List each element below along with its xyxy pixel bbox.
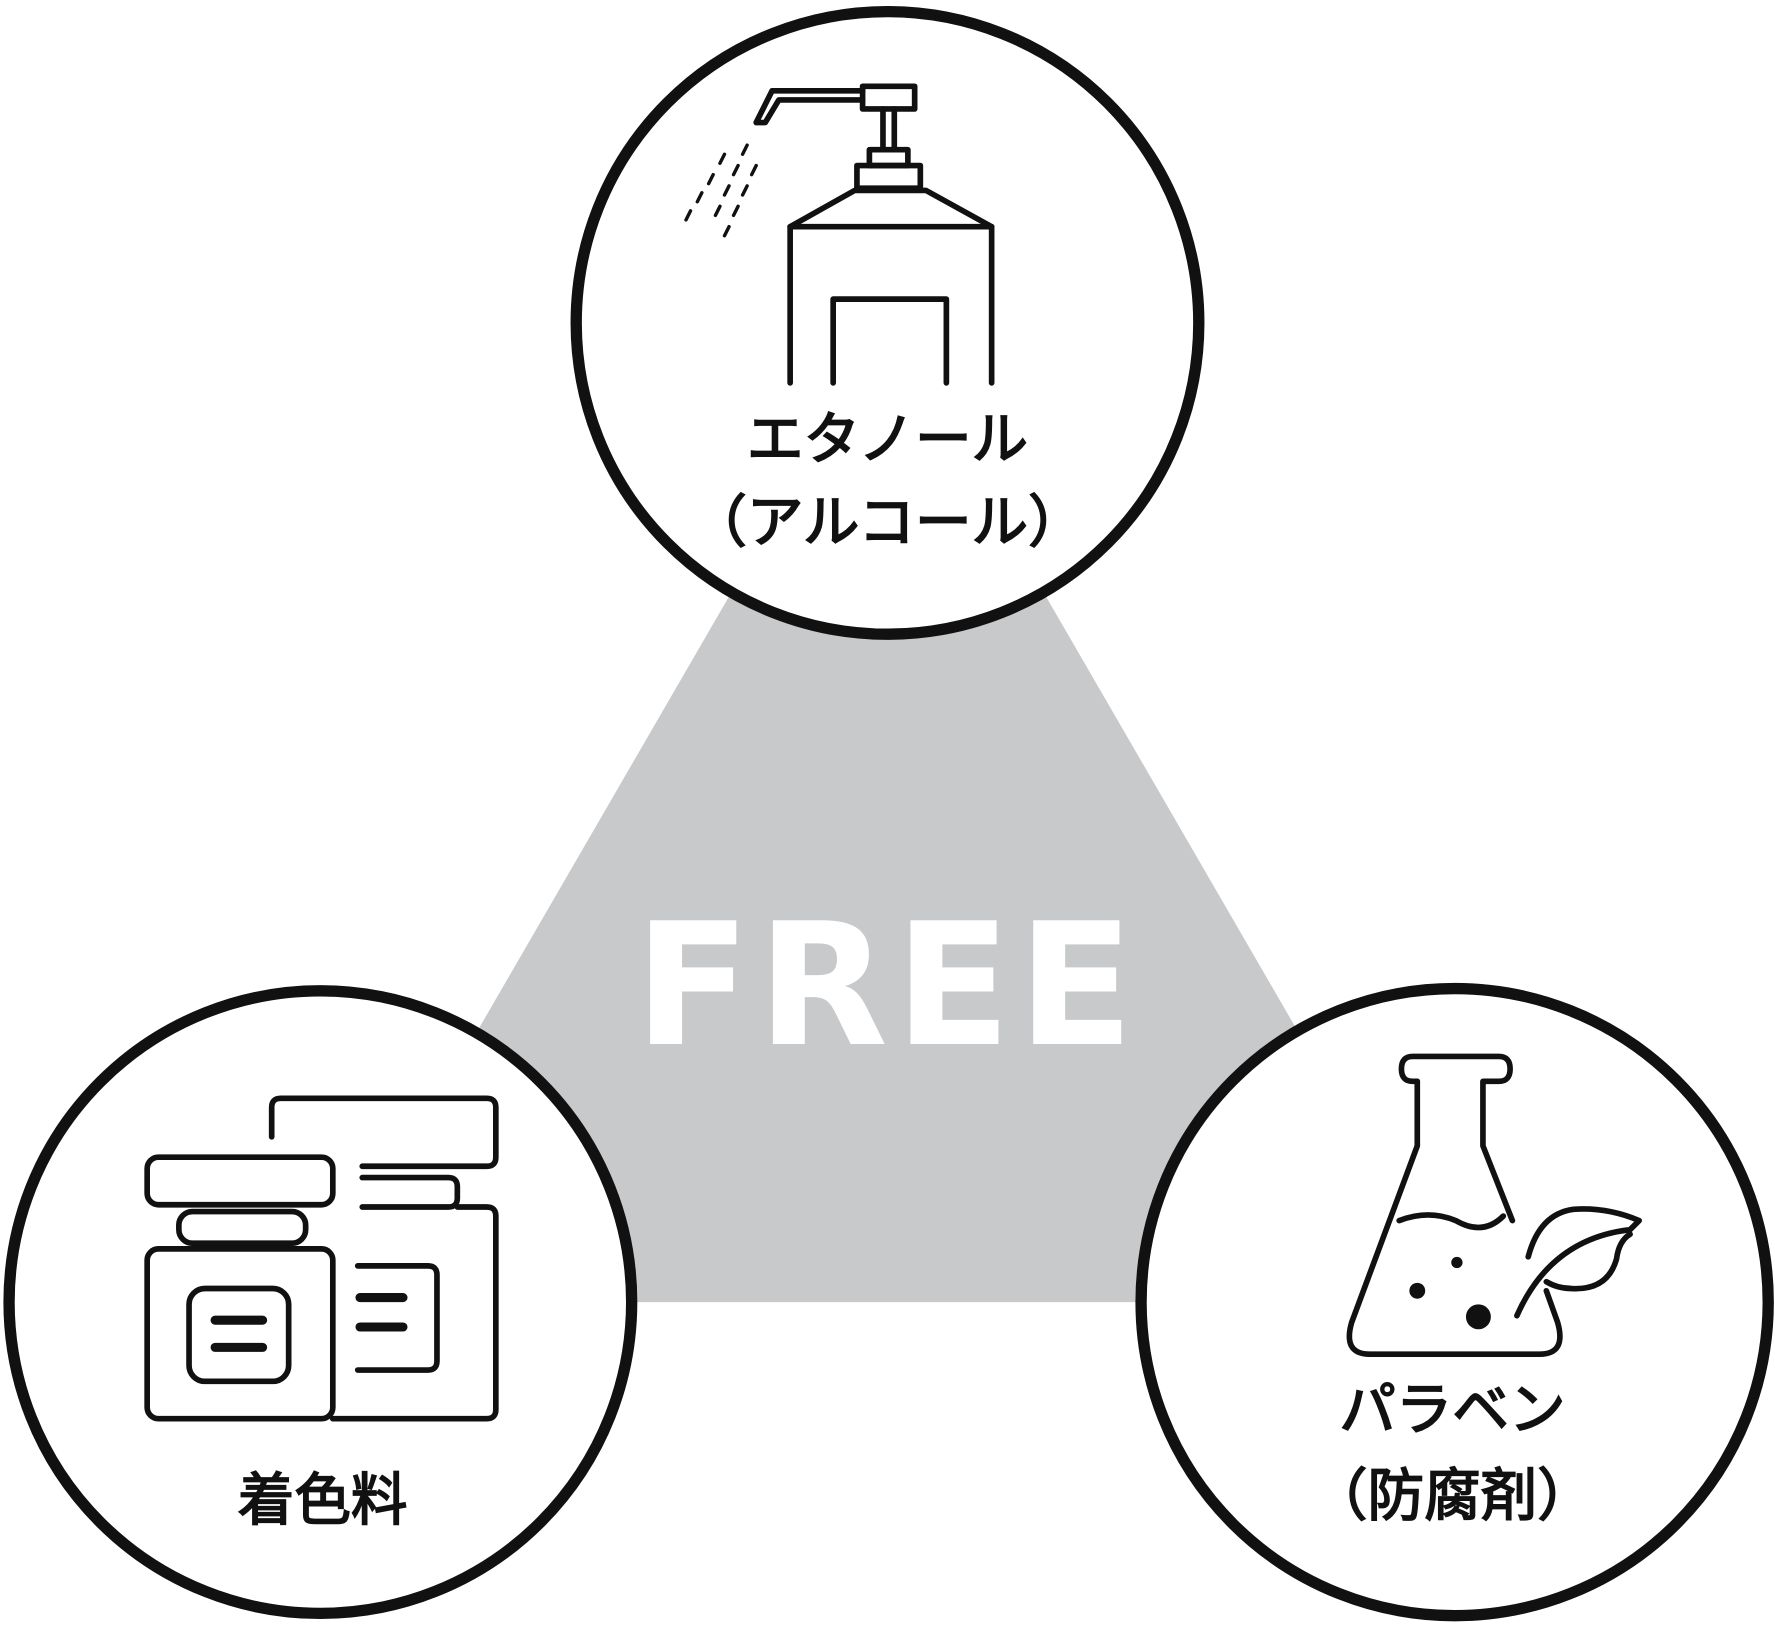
cosmetic-jars-icon xyxy=(144,1095,499,1422)
ethanol-label: エタノール xyxy=(747,407,1028,473)
item-colorant: 着色料 xyxy=(3,985,638,1620)
bubble-icon xyxy=(1451,1256,1463,1269)
free-label: FREE xyxy=(635,887,1141,1085)
colorant-label: 着色料 xyxy=(238,1467,408,1533)
triangle-background xyxy=(320,322,1455,1303)
paraben-sublabel: （防腐剤） xyxy=(1311,1463,1594,1529)
ethanol-sublabel: （アルコール） xyxy=(690,489,1084,555)
flask-leaf-icon xyxy=(1346,1053,1642,1357)
item-ethanol: エタノール （アルコール） xyxy=(570,5,1205,640)
paraben-label: パラベン xyxy=(1339,1377,1565,1443)
bubble-icon xyxy=(1409,1282,1426,1299)
pump-bottle-icon xyxy=(684,83,995,386)
item-paraben: パラベン （防腐剤） xyxy=(1135,982,1774,1622)
bubble-icon xyxy=(1465,1304,1491,1330)
